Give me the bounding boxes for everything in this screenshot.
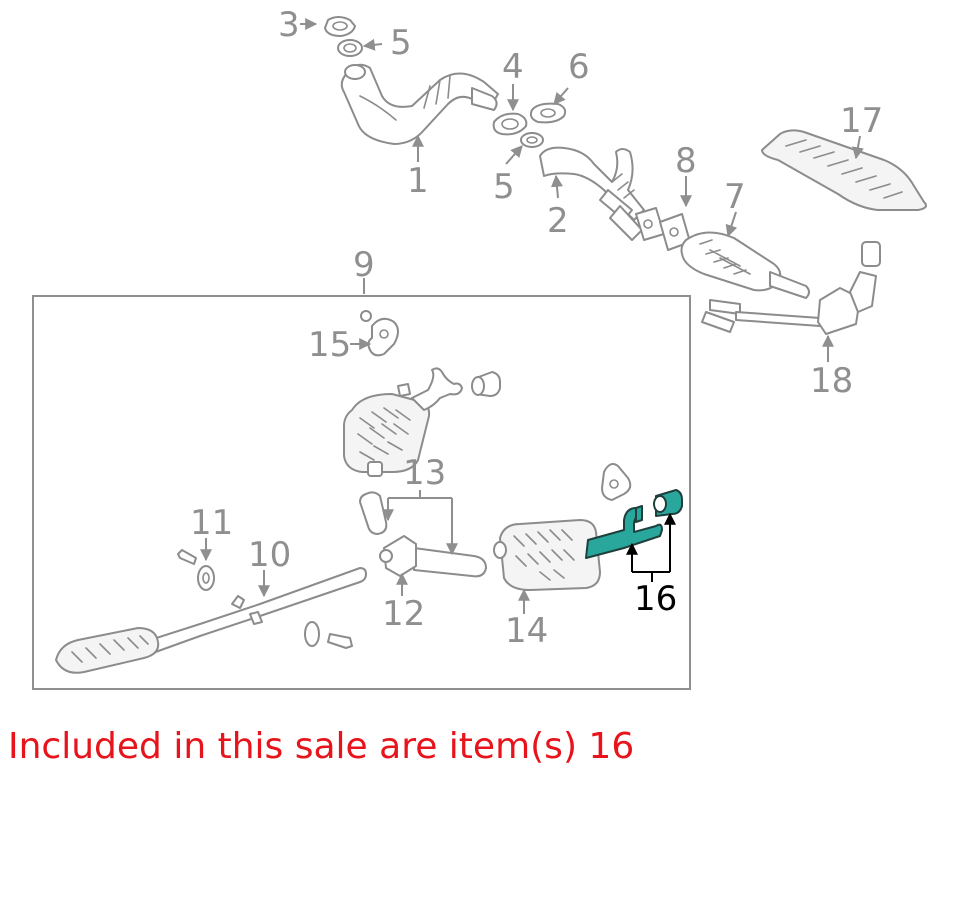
part-5-ring-bottom [520,132,544,148]
callout-5-bottom: 5 [493,167,515,207]
rubber-mount [471,371,501,397]
part-18-hanger-bracket [701,241,881,335]
callout-12: 12 [382,594,425,634]
callout-18: 18 [810,361,853,401]
callout-9: 9 [353,245,375,285]
callout-8: 8 [675,141,697,181]
bolt-hanger-lower [304,621,353,649]
part-11-bolt-hanger [177,549,215,591]
part-10-resonator-pipe [55,567,367,674]
callout-10: 10 [248,535,291,575]
callout-6: 6 [568,47,590,87]
callout-17: 17 [840,101,883,141]
part-5-ring-top [337,39,363,57]
callout-14: 14 [505,611,548,651]
part-12-t-connector [379,535,417,577]
callout-2: 2 [547,201,569,241]
part-17-heat-shield [761,129,927,211]
callout-13: 13 [403,453,446,493]
callout-3: 3 [278,5,300,45]
part-2-y-pipe [539,146,645,241]
part-7-catalytic-converter [680,231,810,299]
part-3-gasket [324,16,356,37]
callout-15: 15 [308,325,351,365]
rear-silencer-upper [343,367,463,477]
part-16-tailpipe [585,505,663,559]
part-16-bracket [601,463,632,501]
part-14-rear-muffler [493,519,601,591]
callout-7: 7 [724,177,746,217]
callout-11: 11 [190,503,233,543]
callout-1: 1 [407,161,429,201]
part-4-flange [492,112,528,136]
part-15-clamp [360,310,399,357]
part-13-pipes [359,491,487,578]
callout-16: 16 [634,579,677,619]
part-1-front-pipe [340,63,499,145]
part-6-flange [529,102,567,124]
assembly-9-box [32,295,691,690]
callout-4: 4 [502,47,524,87]
part-8-flange-gasket [635,207,691,251]
sale-note: Included in this sale are item(s) 16 [8,726,635,767]
part-16-rubber-mount [653,489,683,517]
exhaust-system-diagram: 3 5 1 4 6 5 2 8 7 17 18 9 15 13 [32,5,927,690]
callout-5-top: 5 [390,23,412,63]
